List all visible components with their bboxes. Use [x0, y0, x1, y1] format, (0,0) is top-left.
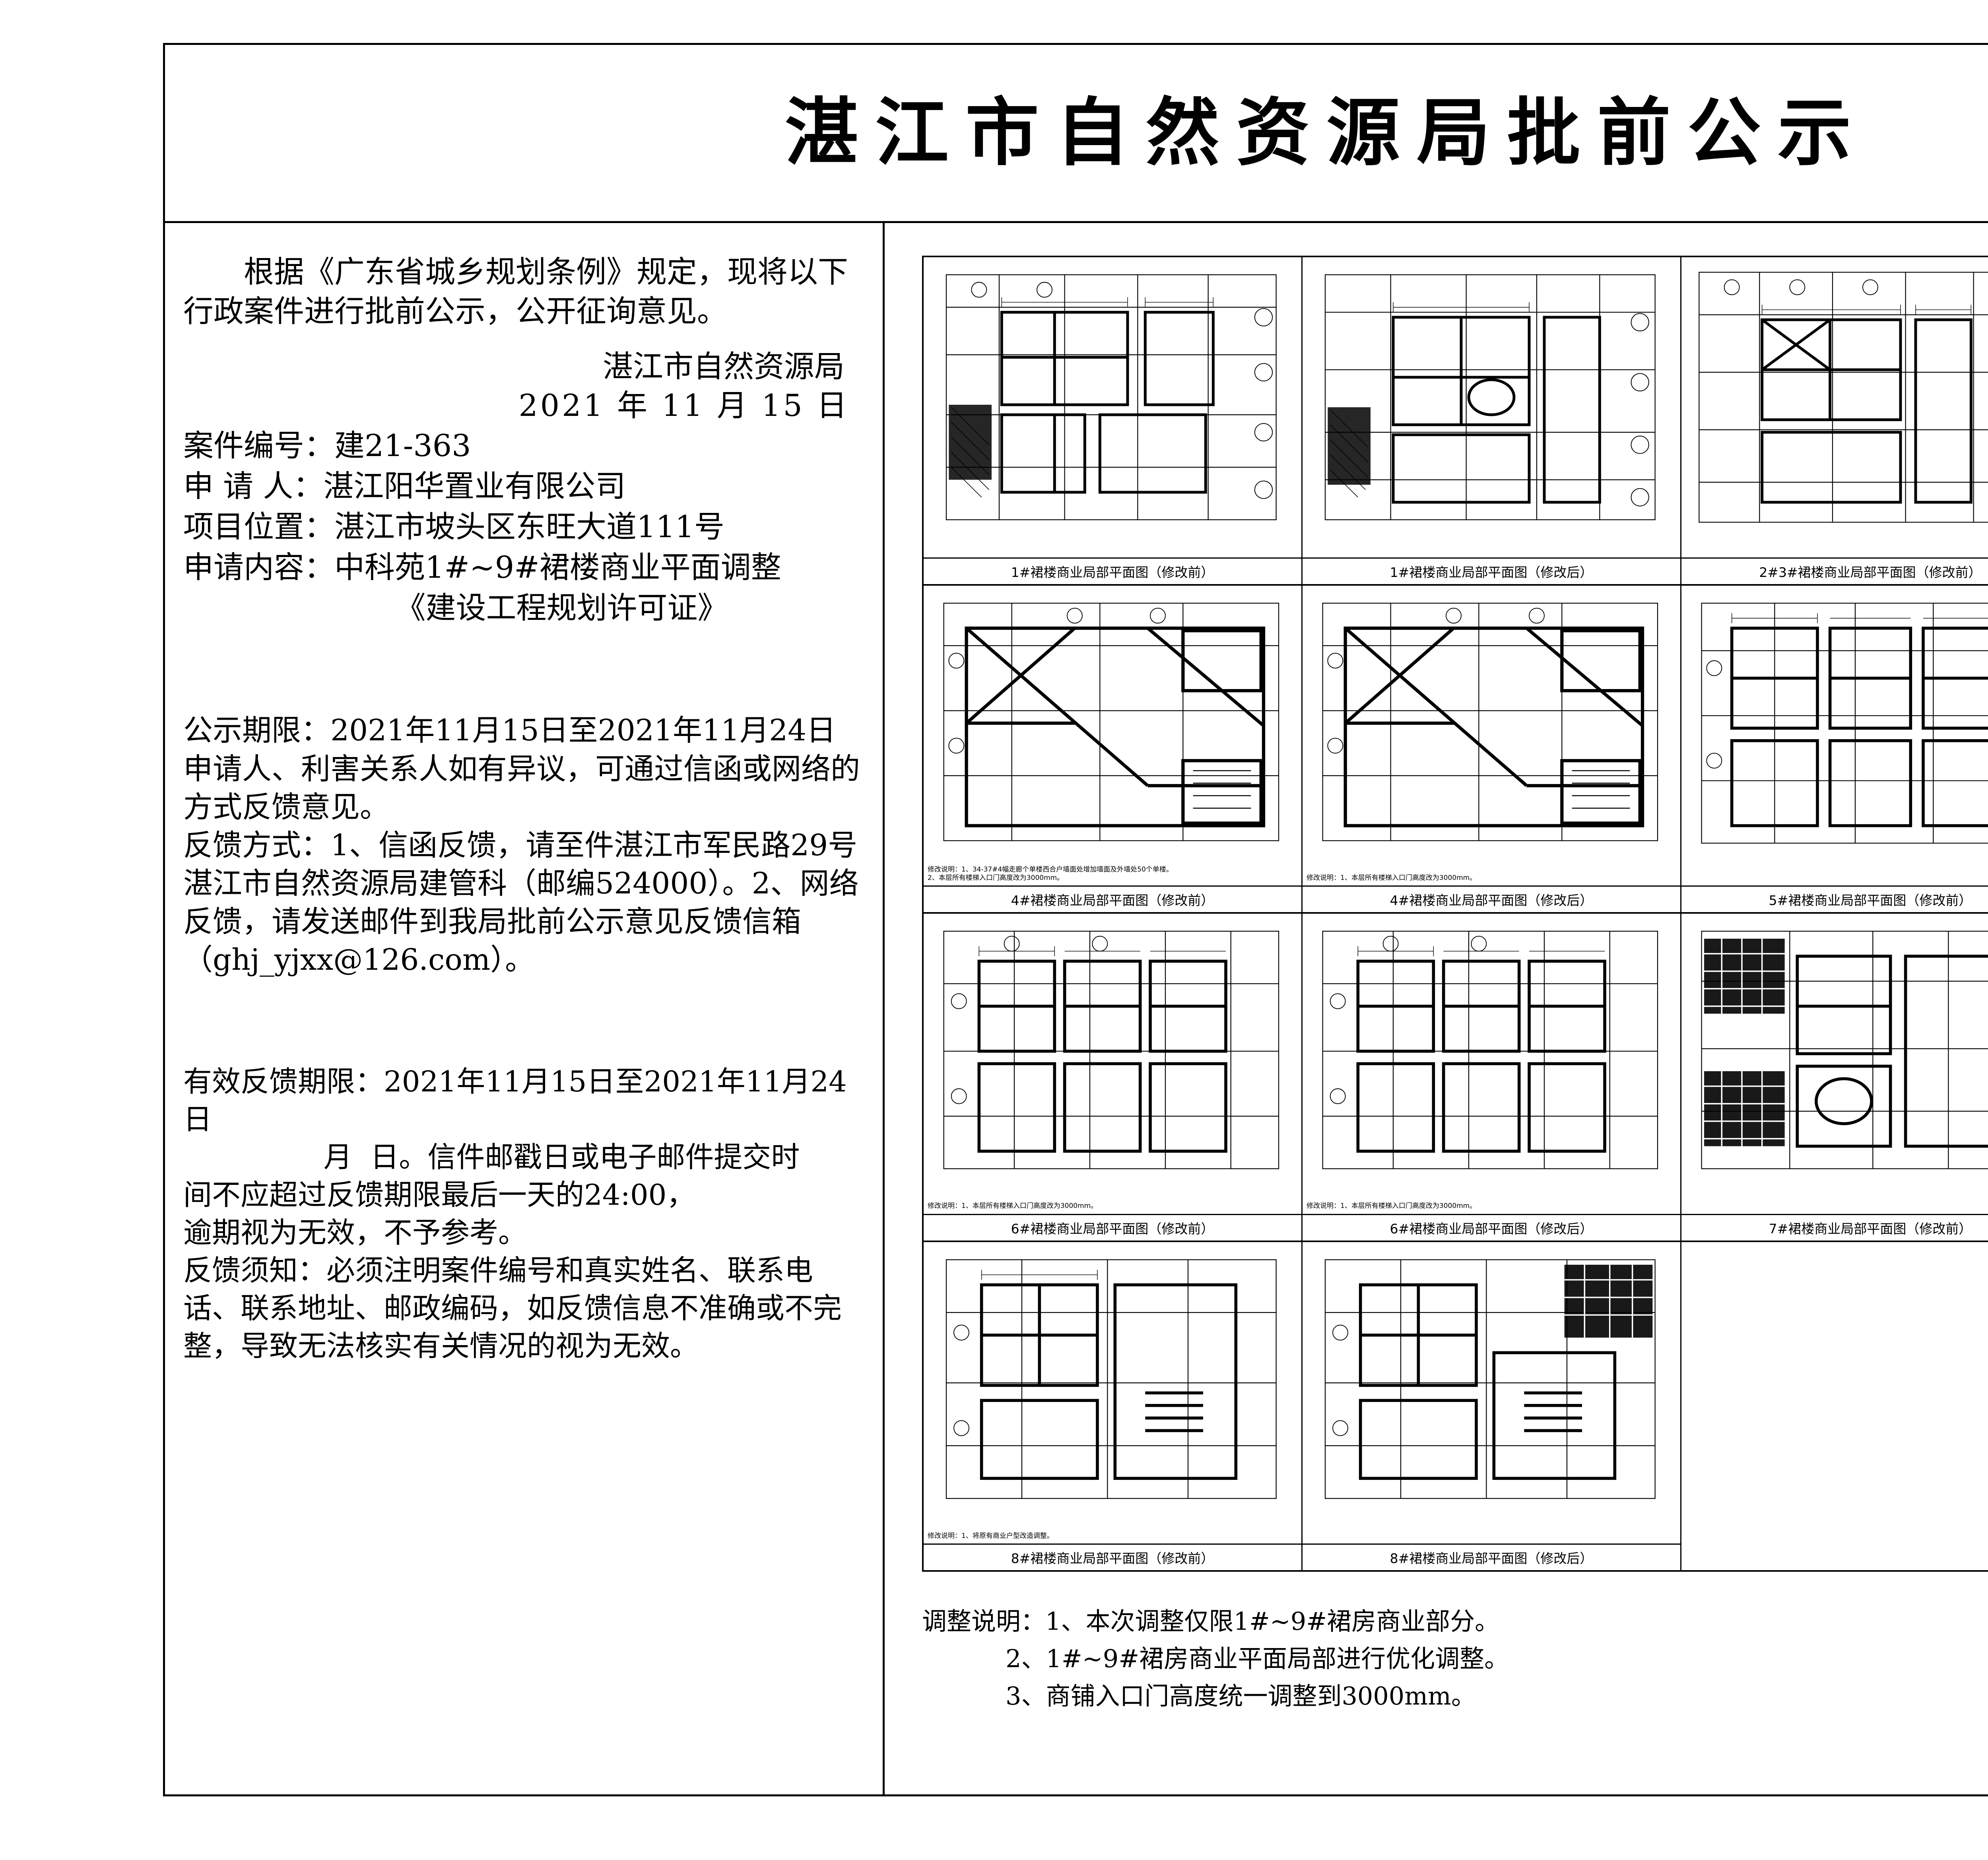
floor-plan-drawing	[1303, 1242, 1680, 1545]
plan-svg	[945, 1259, 1277, 1499]
notice-column: 根据《广东省城乡规划条例》规定，现将以下行政案件进行批前公示，公开征询意见。 湛…	[165, 223, 885, 1796]
plan-svg	[1699, 272, 1988, 523]
notice-intro: 根据《广东省城乡规划条例》规定，现将以下行政案件进行批前公示，公开征询意见。	[183, 254, 848, 329]
drawing-caption: 5#裙楼商业局部平面图（修改前）	[1769, 893, 1972, 908]
floor-plan-drawing	[924, 257, 1301, 559]
drawing-note: 修改说明：1、34-37#4幅走廊个单楼西合户墙面处增加墙面及外墙处50个单楼。…	[928, 865, 1173, 882]
drawing-caption: 6#裙楼商业局部平面图（修改后）	[1390, 1221, 1593, 1237]
drawing-cell[interactable]: 1#裙楼商业局部平面图（修改前）	[924, 257, 1303, 586]
floor-plan-drawing: 修改说明：1、34-37#4幅走廊个单楼西合户墙面处增加墙面及外墙处50个单楼。…	[924, 585, 1301, 887]
floor-plan-drawing	[1681, 585, 1988, 887]
drawing-note: 修改说明：1、本层所有楼梯入口门高度改为3000mm。	[1307, 1202, 1477, 1210]
drawing-cell[interactable]: 修改说明：1、本层所有楼梯入口门高度改为3000mm。 6#裙楼商业局部平面图（…	[1303, 914, 1681, 1242]
valid-period-line1: 有效反馈期限：2021年11月15日至2021年11月24日	[183, 1064, 847, 1136]
empty-drawing-slot	[1681, 1242, 1988, 1570]
floor-plan-drawing: 修改说明：1、将原有商业户型改造调整。	[924, 1242, 1301, 1545]
field-permit: 《建设工程规划许可证》	[395, 590, 728, 625]
plan-svg	[1322, 930, 1658, 1169]
field-applicant-label: 申 请 人：	[183, 468, 324, 504]
field-location-value: 湛江市坡头区东旺大道111号	[334, 509, 725, 544]
plan-svg	[943, 930, 1279, 1169]
page-title-band: 湛江市自然资源局批前公示	[165, 45, 1988, 223]
drawings-grid: 1#裙楼商业局部平面图（修改前）	[922, 256, 1988, 1572]
drawing-cell[interactable]: 修改说明：1、本层所有楼梯入口门高度改为3000mm。 6#裙楼商业局部平面图（…	[924, 914, 1303, 1242]
adjustment-note: 调整说明：1、本次调整仅限1#~9#裙房商业部分。 2、1#~9#裙房商业平面局…	[922, 1603, 1988, 1715]
feedback-requirements: 反馈须知：必须注明案件编号和真实姓名、联系电话、联系地址、邮政编码，如反馈信息不…	[183, 1253, 842, 1363]
drawing-cell[interactable]: 修改说明：1、本层所有楼梯入口门高度改为3000mm。 4#裙楼商业局部平面图（…	[1303, 585, 1681, 914]
plan-svg	[1701, 930, 1988, 1169]
floor-plan-drawing	[1681, 257, 1988, 559]
floor-plan-drawing	[1303, 257, 1680, 559]
drawing-caption: 7#裙楼商业局部平面图（修改前）	[1769, 1221, 1972, 1237]
plan-svg	[943, 602, 1279, 841]
drawing-note: 修改说明：1、将原有商业户型改造调整。	[928, 1532, 1054, 1540]
drawing-cell[interactable]: 7#裙楼商业局部平面图（修改前）	[1681, 914, 1988, 1242]
drawing-caption: 2#3#裙楼商业局部平面图（修改前）	[1759, 564, 1982, 580]
drawing-caption: 4#裙楼商业局部平面图（修改前）	[1011, 893, 1214, 908]
document-frame: 湛江市自然资源局批前公示 根据《广东省城乡规划条例》规定，现将以下行政案件进行批…	[163, 43, 1988, 1796]
field-location: 项目位置：湛江市坡头区东旺大道111号	[183, 507, 868, 547]
drawing-cell[interactable]: 2#3#裙楼商业局部平面图（修改前）	[1681, 257, 1988, 586]
field-location-label: 项目位置：	[183, 509, 334, 544]
page-title: 湛江市自然资源局批前公示	[785, 90, 1868, 176]
plan-svg	[1324, 274, 1656, 520]
drawing-caption: 8#裙楼商业局部平面图（修改后）	[1390, 1551, 1593, 1566]
field-content-value: 中科苑1#~9#裙楼商业平面调整	[334, 549, 781, 585]
field-applicant: 申 请 人：湛江阳华置业有限公司	[183, 466, 868, 507]
drawings-column: 1#裙楼商业局部平面图（修改前）	[885, 223, 1988, 1794]
adjustment-note-line-1: 调整说明：1、本次调整仅限1#~9#裙房商业部分。	[922, 1607, 1500, 1636]
notice-issue-date: 2021 年 11 月 15 日	[518, 388, 849, 423]
drawing-caption: 6#裙楼商业局部平面图（修改前）	[1011, 1221, 1214, 1237]
drawing-cell-empty	[1681, 1242, 1988, 1570]
drawing-caption: 4#裙楼商业局部平面图（修改后）	[1390, 893, 1593, 908]
drawing-note: 修改说明：1、本层所有楼梯入口门高度改为3000mm。	[928, 1202, 1098, 1210]
objection-text: 申请人、利害关系人如有异议，可通过信函或网络的方式反馈意见。	[183, 751, 860, 824]
drawing-cell[interactable]: 8#裙楼商业局部平面图（修改后）	[1303, 1242, 1681, 1570]
drawing-cell[interactable]: 修改说明：1、将原有商业户型改造调整。 8#裙楼商业局部平面图（修改前）	[924, 1242, 1303, 1570]
plan-svg	[945, 274, 1277, 520]
adjustment-note-line-2: 2、1#~9#裙房商业平面局部进行优化调整。	[1006, 1644, 1509, 1674]
plan-svg	[1324, 1259, 1656, 1499]
drawing-caption: 1#裙楼商业局部平面图（修改后）	[1390, 564, 1593, 580]
notice-issuer: 湛江市自然资源局	[603, 348, 845, 384]
field-content-label: 申请内容：	[183, 549, 334, 585]
plan-svg	[1322, 602, 1658, 841]
floor-plan-drawing	[1681, 914, 1988, 1215]
floor-plan-drawing: 修改说明：1、本层所有楼梯入口门高度改为3000mm。	[1303, 914, 1680, 1215]
valid-period-line2: 月 日。信件邮戳日或电子邮件提交时	[323, 1140, 800, 1174]
adjustment-note-line-3: 3、商铺入口门高度统一调整到3000mm。	[1006, 1681, 1476, 1711]
plan-svg	[1701, 602, 1988, 844]
drawing-cell[interactable]: 5#裙楼商业局部平面图（修改前）	[1681, 585, 1988, 914]
drawings-grid-wrap: 1#裙楼商业局部平面图（修改前）	[922, 256, 1988, 1572]
field-case-number: 案件编号：建21-363	[183, 425, 868, 466]
floor-plan-drawing: 修改说明：1、本层所有楼梯入口门高度改为3000mm。	[1303, 585, 1680, 887]
drawing-note: 修改说明：1、本层所有楼梯入口门高度改为3000mm。	[1307, 874, 1477, 882]
publicity-period: 公示期限：2021年11月15日至2021年11月24日	[183, 713, 836, 748]
floor-plan-drawing: 修改说明：1、本层所有楼梯入口门高度改为3000mm。	[924, 914, 1301, 1215]
drawing-caption: 8#裙楼商业局部平面图（修改前）	[1011, 1551, 1214, 1566]
valid-period-line3: 间不应超过反馈期限最后一天的24:00，	[183, 1178, 695, 1212]
field-case-number-label: 案件编号：	[183, 428, 334, 464]
drawing-cell[interactable]: 1#裙楼商业局部平面图（修改后）	[1303, 257, 1681, 586]
field-case-number-value: 建21-363	[334, 428, 471, 464]
drawing-cell[interactable]: 修改说明：1、34-37#4幅走廊个单楼西合户墙面处增加墙面及外墙处50个单楼。…	[924, 585, 1303, 914]
feedback-methods: 反馈方式：1、信函反馈，请至件湛江市军民路29号湛江市自然资源局建管科（邮编52…	[183, 828, 859, 977]
field-applicant-value: 湛江阳华置业有限公司	[323, 468, 626, 504]
valid-period-line4: 逾期视为无效，不予参考。	[183, 1215, 527, 1249]
field-content: 申请内容：中科苑1#~9#裙楼商业平面调整	[183, 547, 868, 588]
drawing-caption: 1#裙楼商业局部平面图（修改前）	[1011, 564, 1214, 580]
